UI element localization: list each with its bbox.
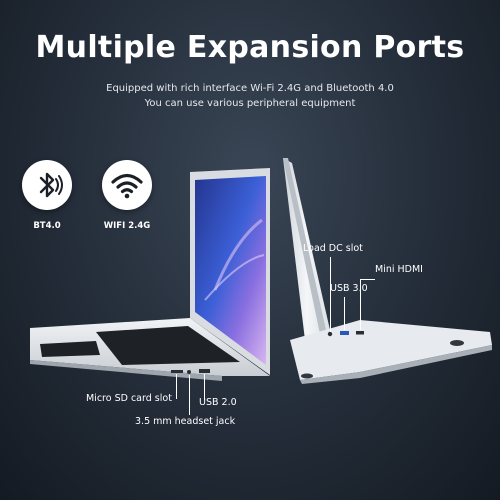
wifi-label: WIFI 2.4G [103,221,151,231]
keyboard [96,326,240,365]
subtitle-line-1: Equipped with rich interface Wi-Fi 2.4G … [106,83,394,94]
headset-port [187,370,191,374]
screen-display [195,176,266,365]
wifi-badge [102,160,152,210]
micro-sd-port [171,370,183,373]
dc-port [327,331,333,337]
usb-20-port [199,369,210,373]
usb-30-leader [344,297,345,330]
hdmi-label: Mini HDMI [375,264,423,275]
wifi-icon [111,173,143,199]
usb-30-port [340,331,349,335]
hdmi-port [356,331,364,335]
headset-label: 3.5 mm headset jack [135,416,236,427]
page-title: Multiple Expansion Ports [35,30,465,65]
dc-label: Load DC slot [303,243,363,254]
right-laptop [283,158,492,384]
touchpad [40,341,100,357]
hdmi-leader [360,279,361,330]
bluetooth-icon [39,172,63,198]
usb-20-label: USB 2.0 [199,397,237,408]
bluetooth-label: BT4.0 [33,221,61,231]
micro-sd-leader [176,374,177,399]
usb-30-label: USB 3.0 [330,283,368,294]
rubber-foot [450,340,464,346]
subtitle-line-2: You can use various peripheral equipment [144,98,356,109]
hdmi-leader-elbow [360,279,375,280]
bluetooth-badge [22,160,72,210]
dc-leader [330,257,331,332]
left-laptop [30,168,270,381]
usb-20-leader [204,374,205,400]
micro-sd-label: Micro SD card slot [86,393,172,404]
headset-leader [189,375,190,415]
